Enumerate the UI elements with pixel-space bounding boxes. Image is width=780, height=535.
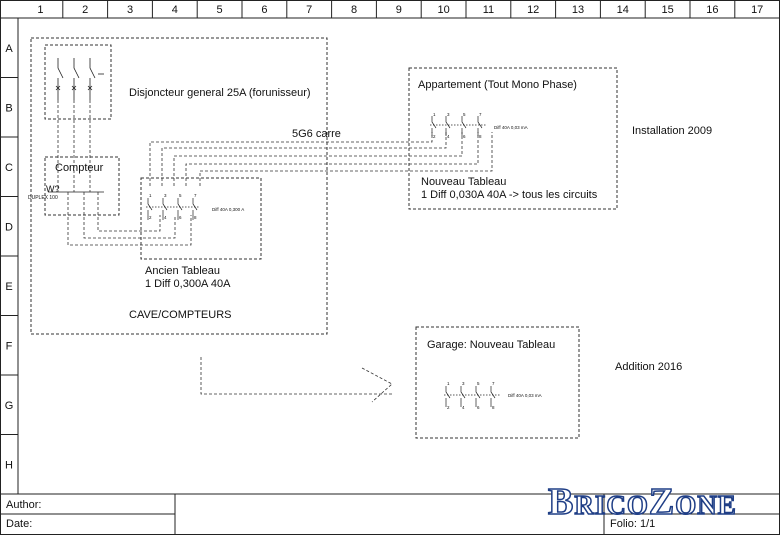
gar-num-3: 3 — [462, 381, 465, 386]
appartement-zone — [408, 67, 618, 210]
appartement-diff-label: Diff 40A 0,03 mA — [494, 125, 528, 130]
disjoncteur-symbol — [55, 58, 104, 100]
cave-label: CAVE/COMPTEURS — [129, 309, 231, 321]
column-header: 7 — [306, 4, 312, 16]
column-header: 14 — [617, 4, 629, 16]
row-header: E — [5, 281, 12, 293]
app-num-8: 8 — [479, 134, 482, 139]
app-num-7: 7 — [479, 112, 482, 117]
column-header: 3 — [127, 4, 133, 16]
row-header: D — [5, 221, 13, 233]
app-num-5: 5 — [463, 112, 466, 117]
row-header: F — [6, 340, 13, 352]
ancien-num-4: 4 — [164, 215, 167, 220]
ancien-tableau-title: Ancien Tableau — [145, 265, 220, 277]
column-header: 13 — [572, 4, 584, 16]
row-header: C — [5, 162, 13, 174]
ancien-diff-label: Diff 40A 0,300 A — [212, 207, 244, 212]
ancien-breakers — [146, 198, 200, 220]
garage-arrow — [200, 357, 393, 403]
app-num-6: 6 — [463, 134, 466, 139]
ancien-num-7: 7 — [194, 193, 197, 198]
column-header: 4 — [172, 4, 178, 16]
column-header: 15 — [661, 4, 673, 16]
gar-num-4: 4 — [462, 405, 465, 410]
gar-num-6: 6 — [477, 405, 480, 410]
row-header: H — [5, 459, 13, 471]
appartement-breaker-numbers: 1 3 5 7 2 4 6 8 — [433, 112, 482, 139]
column-header: 16 — [706, 4, 718, 16]
column-header: 8 — [351, 4, 357, 16]
nouveau-tableau-spec: 1 Diff 0,030A 40A -> tous les circuits — [421, 189, 598, 201]
column-header: 2 — [82, 4, 88, 16]
gar-num-2: 2 — [447, 405, 450, 410]
garage-diff-label: Diff 40A 0,03 mA — [508, 393, 542, 398]
ancien-num-1: 1 — [149, 193, 152, 198]
garage-zone — [415, 326, 580, 439]
column-header: 6 — [261, 4, 267, 16]
gar-num-5: 5 — [477, 381, 480, 386]
addition-label: Addition 2016 — [615, 361, 682, 373]
folio-label: Folio: 1/1 — [610, 518, 655, 530]
title-block — [0, 493, 780, 535]
ancien-num-5: 5 — [179, 193, 182, 198]
column-header: 10 — [437, 4, 449, 16]
compteur-label: Compteur — [55, 162, 104, 174]
gar-num-7: 7 — [492, 381, 495, 386]
compteur-sub: DUPLEX 100 — [28, 195, 58, 201]
column-header: 9 — [396, 4, 402, 16]
column-header: 1 — [37, 4, 43, 16]
cave-zone — [30, 37, 328, 335]
app-num-2: 2 — [433, 134, 436, 139]
compteur-w: W? — [46, 184, 60, 194]
app-num-4: 4 — [447, 134, 450, 139]
ancien-num-2: 2 — [149, 215, 152, 220]
column-header: 11 — [483, 4, 494, 16]
ancien-tableau-box — [140, 177, 262, 260]
row-header: G — [5, 400, 14, 412]
garage-label: Garage: Nouveau Tableau — [427, 339, 555, 351]
compteur-box — [44, 156, 120, 216]
app-num-1: 1 — [433, 112, 436, 117]
installation-label: Installation 2009 — [632, 125, 712, 137]
cable-label: 5G6 carre — [292, 128, 341, 140]
garage-breakers — [444, 386, 500, 407]
app-num-3: 3 — [447, 112, 450, 117]
disjoncteur-box — [44, 44, 112, 120]
bricozone-logo: BricoZone — [547, 480, 737, 524]
ancien-num-8: 8 — [194, 215, 197, 220]
date-label: Date: — [6, 518, 32, 530]
author-label: Author: — [6, 499, 41, 511]
wiring — [57, 100, 493, 246]
row-header: B — [5, 102, 12, 114]
disjoncteur-label: Disjoncteur general 25A (forunisseur) — [129, 87, 311, 99]
column-header: 5 — [217, 4, 223, 16]
gar-num-8: 8 — [492, 405, 495, 410]
column-header: 17 — [751, 4, 763, 16]
ancien-breaker-numbers: 1 3 5 7 2 4 6 8 — [149, 193, 197, 220]
appartement-breakers — [430, 116, 486, 136]
logo-text: BricoZone — [548, 481, 737, 523]
appartement-label: Appartement (Tout Mono Phase) — [418, 79, 577, 91]
nouveau-tableau-title: Nouveau Tableau — [421, 176, 506, 188]
ancien-tableau-spec: 1 Diff 0,300A 40A — [145, 278, 231, 290]
column-header: 12 — [527, 4, 539, 16]
row-header: A — [5, 43, 13, 55]
gar-num-1: 1 — [447, 381, 450, 386]
ancien-num-6: 6 — [179, 215, 182, 220]
ancien-num-3: 3 — [164, 193, 167, 198]
garage-breaker-numbers: 1 3 5 7 2 4 6 8 — [447, 381, 495, 410]
